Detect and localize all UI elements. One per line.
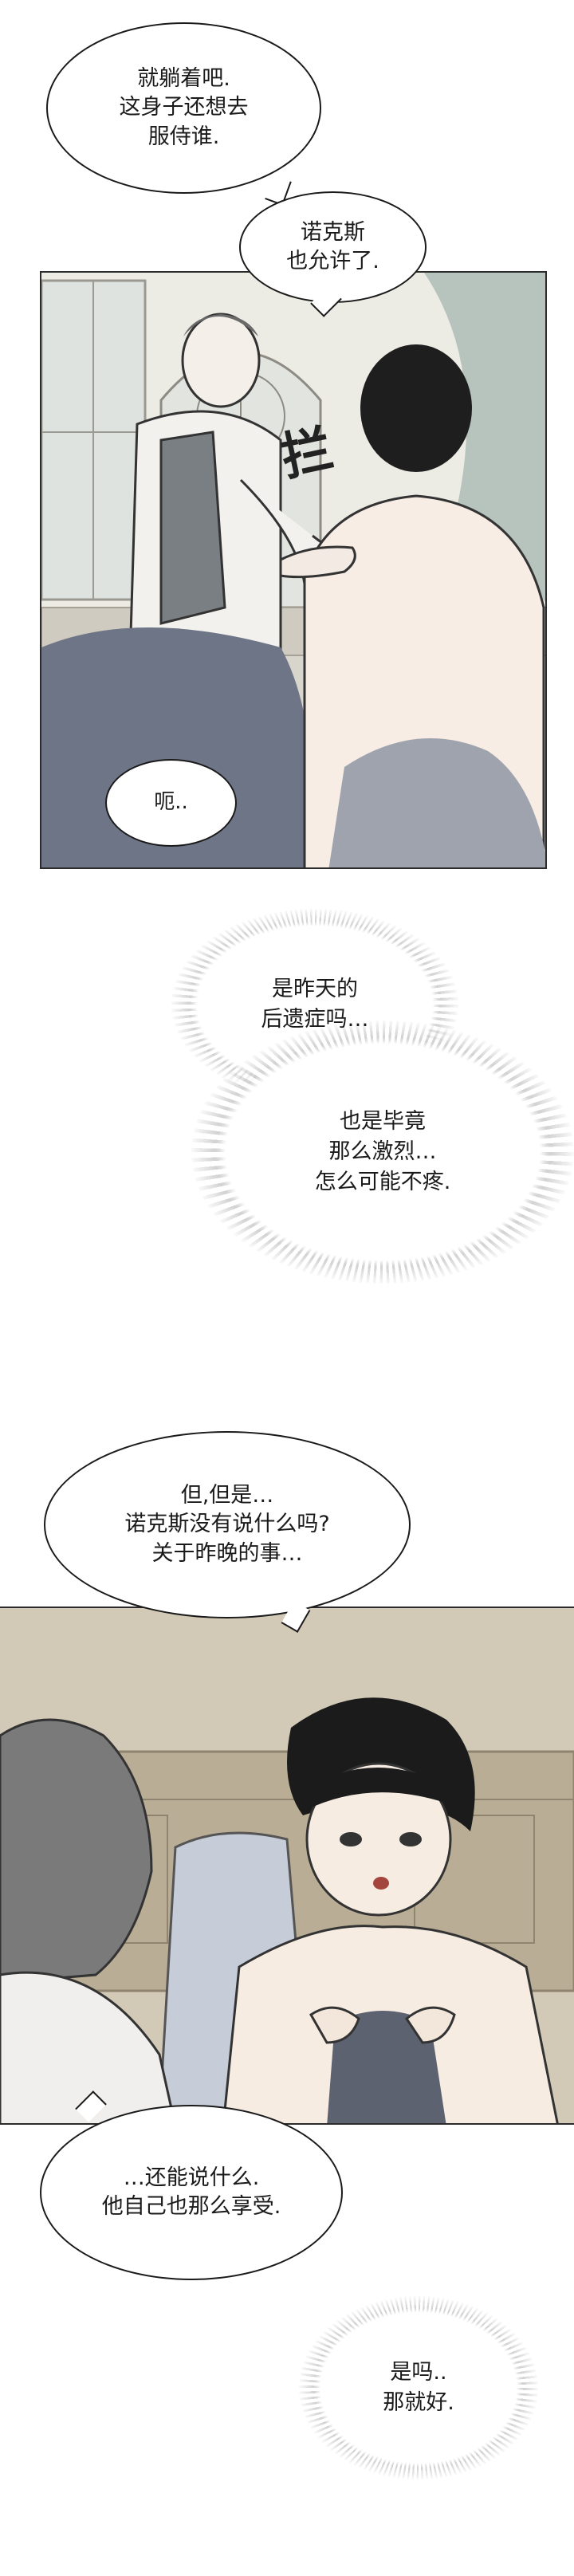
- thought-bubble-3-bg: [299, 2296, 538, 2480]
- speech-bubble-1: 就躺着吧. 这身子还想去 服侍谁.: [46, 22, 321, 206]
- hand-on-shoulder: [279, 545, 356, 579]
- speech-bubble-5: …还能说什么. 他自己也那么享受.: [40, 2090, 343, 2280]
- thought-bubble-2-bg: [191, 1021, 574, 1284]
- left-man-head: [181, 313, 261, 408]
- left-man-vest: [159, 431, 226, 625]
- foreground-man-hair: [0, 1718, 153, 1984]
- speech-bubble-4: 但,但是… 诺克斯没有说什么吗? 关于昨晚的事…: [44, 1431, 411, 1633]
- blanket-right: [328, 738, 545, 867]
- curtain-right: [424, 273, 545, 603]
- speech-text-2: 诺克斯 也允许了.: [286, 219, 379, 273]
- blanket-held: [327, 2011, 446, 2123]
- panel-2-closeup-scene: [0, 1607, 574, 2125]
- speech-text-3: 呃..: [154, 790, 188, 815]
- panel-2-illustration: [0, 1608, 574, 2123]
- speech-bubble-2: 诺克斯 也允许了.: [239, 191, 427, 317]
- thought-text-1: 是昨天的 后遗症吗…: [261, 977, 369, 1032]
- panel-1-bedroom-scene: 拦 呃..: [40, 271, 547, 869]
- speech-text-4: 但,但是… 诺克斯没有说什么吗? 关于昨晚的事…: [124, 1482, 330, 1566]
- foreground-man-shoulder: [0, 1971, 176, 2123]
- speech-text-1: 就躺着吧. 这身子还想去 服侍谁.: [119, 65, 249, 149]
- hands-holding-blanket: [309, 2006, 456, 2044]
- thought-text-2: 也是毕竟 那么激烈… 怎么可能不疼.: [314, 1109, 451, 1194]
- panel-1-illustration: [41, 273, 545, 867]
- speech-text-5: …还能说什么. 他自己也那么享受.: [101, 2165, 281, 2219]
- speech-bubble-3: 呃..: [105, 759, 237, 847]
- main-character-face: [305, 1762, 452, 1917]
- right-man-head: [360, 344, 472, 472]
- thought-text-3: 是吗.. 那就好.: [383, 2360, 454, 2415]
